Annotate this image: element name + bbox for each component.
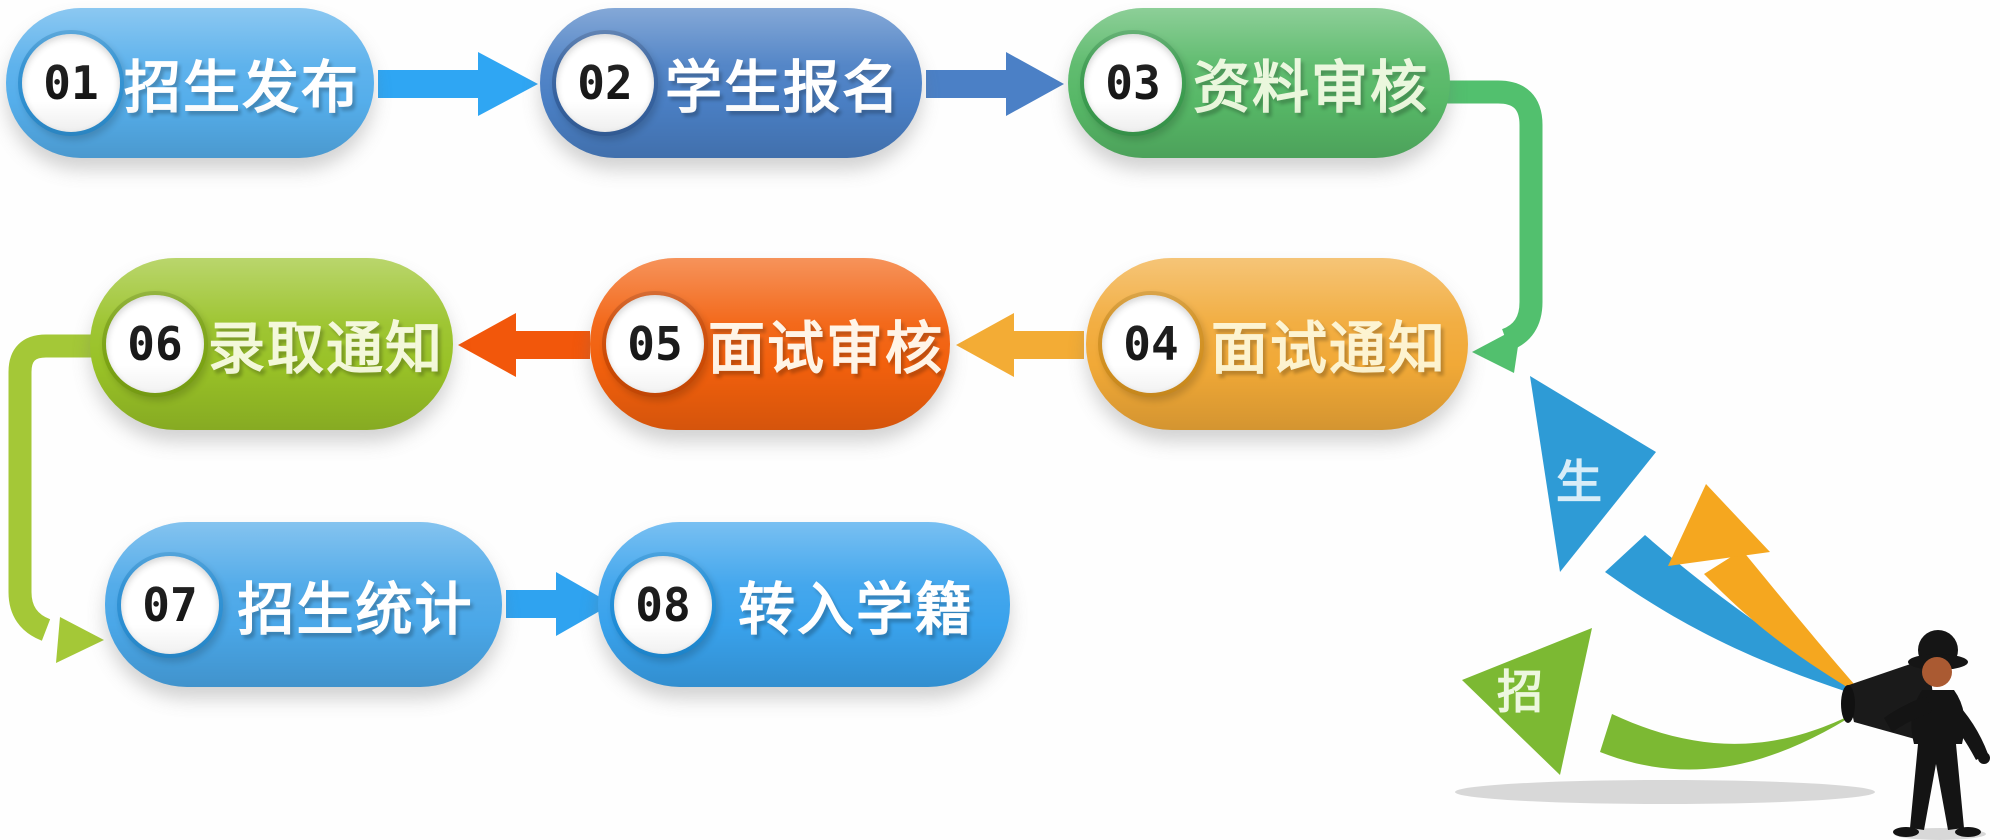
step-label-6: 录取通知 xyxy=(208,316,444,382)
step-label-5: 面试审核 xyxy=(708,316,944,382)
step-number-7: 07 xyxy=(117,551,223,658)
connector-step3-to-step4-head xyxy=(1472,326,1521,373)
yellow-swoosh-head xyxy=(1668,484,1770,566)
arrow-step2-to-step3 xyxy=(926,52,1064,116)
person-arm-right xyxy=(1944,698,1988,760)
step-pill-5: 05 面试审核 xyxy=(590,258,950,430)
green-swoosh-body xyxy=(1600,706,1868,770)
arrow-step7-to-step8 xyxy=(506,572,612,636)
illustration-shadow xyxy=(1455,780,1875,804)
step-number-6: 06 xyxy=(102,291,208,397)
blue-arrow-label: 生 xyxy=(1556,455,1602,509)
person-hand xyxy=(1978,752,1990,764)
step-label-1: 招生发布 xyxy=(124,55,360,121)
step-pill-2: 02 学生报名 xyxy=(540,8,922,158)
step-number-8: 08 xyxy=(610,551,716,658)
step-pill-7: 07 招生统计 xyxy=(105,522,502,687)
step-label-4: 面试通知 xyxy=(1211,316,1447,382)
person-foot-left xyxy=(1893,827,1919,837)
step-number-5: 05 xyxy=(602,291,708,397)
step-pill-3: 03 资料审核 xyxy=(1068,8,1450,158)
step-pill-8: 08 转入学籍 xyxy=(598,522,1010,687)
megaphone-illustration: 招 生 xyxy=(1455,376,1990,840)
blue-swoosh-body xyxy=(1605,535,1866,698)
connector-step6-to-step7 xyxy=(8,334,96,641)
person-illustration xyxy=(1884,630,1990,840)
yellow-swoosh-body xyxy=(1704,550,1868,700)
arrow-step1-to-step2 xyxy=(378,52,538,116)
connector-step6-to-step7-head xyxy=(56,617,104,663)
arrow-step5-to-step6 xyxy=(458,313,590,377)
megaphone-mouth xyxy=(1841,685,1855,723)
step-label-7: 招生统计 xyxy=(237,576,474,643)
step-pill-4: 04 面试通知 xyxy=(1086,258,1468,430)
step-number-1: 01 xyxy=(18,30,124,136)
step-pill-6: 06 录取通知 xyxy=(90,258,453,430)
step-number-2: 02 xyxy=(552,30,658,136)
person-arm-left xyxy=(1884,696,1932,732)
person-face xyxy=(1922,657,1952,687)
step-number-4: 04 xyxy=(1098,291,1204,397)
step-label-2: 学生报名 xyxy=(665,55,901,121)
person-legs xyxy=(1910,744,1964,830)
step-label-8: 转入学籍 xyxy=(738,576,974,643)
green-swoosh-head xyxy=(1462,628,1592,775)
step-label-3: 资料审核 xyxy=(1193,55,1429,121)
person-foot-right xyxy=(1955,827,1981,837)
step-pill-1: 01 招生发布 xyxy=(6,8,374,158)
step-number-3: 03 xyxy=(1080,30,1186,136)
green-arrow-label: 招 xyxy=(1497,665,1543,719)
blue-swoosh-head xyxy=(1530,376,1656,572)
arrow-step4-to-step5 xyxy=(956,313,1084,377)
